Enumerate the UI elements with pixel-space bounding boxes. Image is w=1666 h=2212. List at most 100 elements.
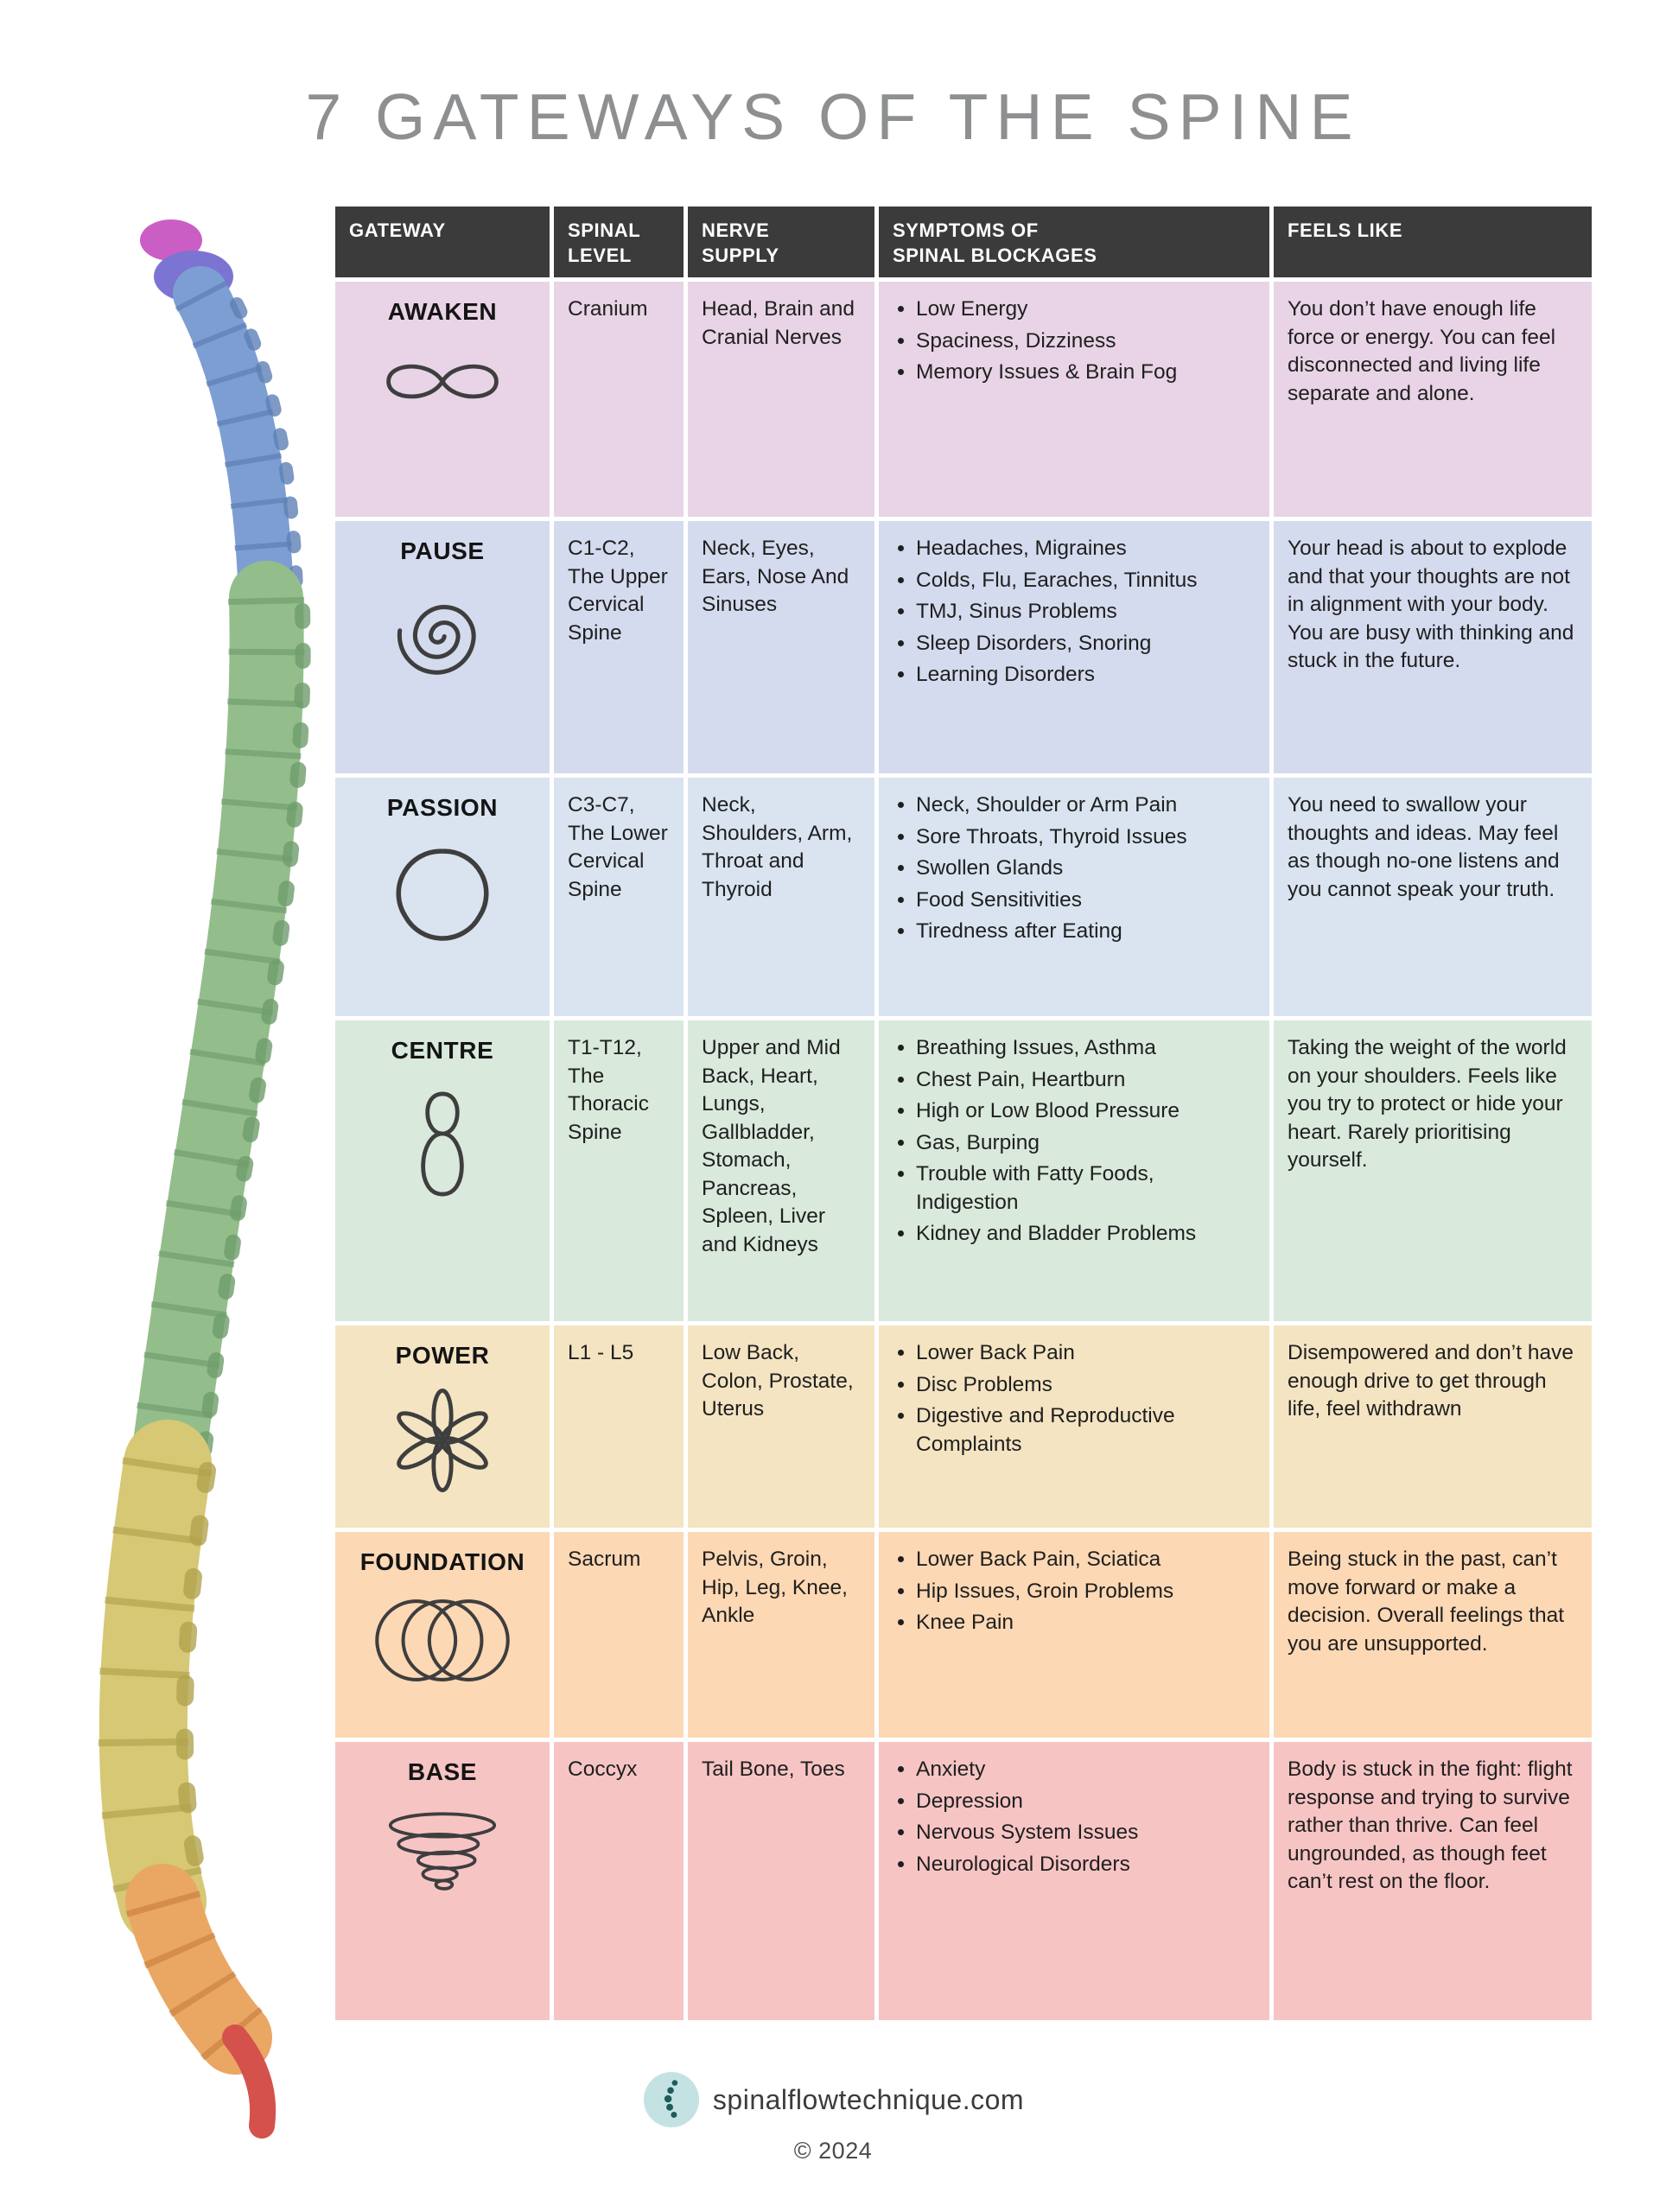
spiral-icon: [349, 584, 536, 681]
symptom-item: Memory Issues & Brain Fog: [916, 359, 1256, 387]
gateway-name: BASE: [407, 1758, 478, 1785]
table-row-passion: PASSION C3-C7, The Lower Cervical Spine …: [335, 778, 1592, 1016]
gateway-name: PAUSE: [400, 537, 485, 564]
spinal-level-cell: Coccyx: [554, 1742, 684, 2020]
symptoms-cell: Lower Back Pain, SciaticaHip Issues, Gro…: [879, 1532, 1269, 1738]
symptom-item: Trouble with Fatty Foods, Indigestion: [916, 1160, 1256, 1217]
website-url: spinalflowtechnique.com: [712, 2083, 1025, 2115]
column-header-spinal-level: SPINAL LEVEL: [554, 207, 684, 277]
symptoms-cell: AnxietyDepressionNervous System IssuesNe…: [879, 1742, 1269, 2020]
copyright: © 2024: [793, 2138, 873, 2164]
table-row-power: POWER: [335, 1325, 1592, 1528]
column-header-feels-like: FEELS LIKE: [1274, 207, 1592, 277]
symptom-item: Hip Issues, Groin Problems: [916, 1578, 1256, 1606]
symptom-item: Lower Back Pain, Sciatica: [916, 1546, 1256, 1574]
symptom-item: Digestive and Reproductive Complaints: [916, 1402, 1256, 1459]
overlapping-circles-icon: [349, 1595, 536, 1687]
symptoms-cell: Headaches, MigrainesColds, Flu, Earaches…: [879, 521, 1269, 773]
symptom-item: Breathing Issues, Asthma: [916, 1034, 1256, 1063]
footer: spinalflowtechnique.com © 2024: [0, 2070, 1666, 2164]
symptom-item: Nervous System Issues: [916, 1819, 1256, 1847]
gateway-cell: AWAKEN: [335, 282, 550, 517]
feels-like-cell: You don’t have enough life force or ener…: [1274, 282, 1592, 517]
vortex-icon: [349, 1805, 536, 1900]
spinal-level-cell: C1-C2, The Upper Cervical Spine: [554, 521, 684, 773]
symptom-item: Lower Back Pain: [916, 1339, 1256, 1368]
symptom-item: Colds, Flu, Earaches, Tinnitus: [916, 567, 1256, 595]
nerve-supply-cell: Low Back, Colon, Prostate, Uterus: [688, 1325, 874, 1528]
gateway-cell: CENTRE: [335, 1020, 550, 1321]
symptom-item: TMJ, Sinus Problems: [916, 598, 1256, 626]
feels-like-cell: Disempowered and don’t have enough drive…: [1274, 1325, 1592, 1528]
symptoms-cell: Breathing Issues, AsthmaChest Pain, Hear…: [879, 1020, 1269, 1321]
table-row-pause: PAUSE C1-C2, The Upper Cervical Spine Ne…: [335, 521, 1592, 773]
symptom-item: Swollen Glands: [916, 855, 1256, 883]
atlas-bone: [140, 219, 202, 261]
gateway-cell: PASSION: [335, 778, 550, 1016]
symptom-item: High or Low Blood Pressure: [916, 1097, 1256, 1126]
column-header-gateway: GATEWAY: [335, 207, 550, 277]
spinal-level-cell: C3-C7, The Lower Cervical Spine: [554, 778, 684, 1016]
gateway-cell: FOUNDATION: [335, 1532, 550, 1738]
gateway-name: AWAKEN: [387, 298, 498, 325]
spinal-level-cell: T1-T12, The Thoracic Spine: [554, 1020, 684, 1321]
symptom-item: Headaches, Migraines: [916, 535, 1256, 563]
table-row-awaken: AWAKEN Cranium Head, Brain and Cranial N…: [335, 282, 1592, 517]
spine-illustration: [98, 219, 311, 2139]
column-header-symptoms: SYMPTOMS OF SPINAL BLOCKAGES: [879, 207, 1269, 277]
nerve-supply-cell: Upper and Mid Back, Heart, Lungs, Gallbl…: [688, 1020, 874, 1321]
feels-like-cell: Your head is about to explode and that y…: [1274, 521, 1592, 773]
symptoms-cell: Neck, Shoulder or Arm PainSore Throats, …: [879, 778, 1269, 1016]
nerve-supply-cell: Neck, Shoulders, Arm, Throat and Thyroid: [688, 778, 874, 1016]
nerve-supply-cell: Tail Bone, Toes: [688, 1742, 874, 2020]
gateway-name: POWER: [395, 1342, 490, 1369]
infinity-icon: [349, 345, 536, 418]
symptom-item: Sleep Disorders, Snoring: [916, 630, 1256, 658]
gateway-name: FOUNDATION: [359, 1548, 525, 1575]
page-title: 7 GATEWAYS OF THE SPINE: [305, 80, 1361, 153]
gateway-name: PASSION: [386, 794, 499, 821]
symptoms-list: Lower Back PainDisc ProblemsDigestive an…: [893, 1339, 1256, 1459]
nerve-supply-cell: Head, Brain and Cranial Nerves: [688, 282, 874, 517]
gateway-cell: PAUSE: [335, 521, 550, 773]
nerve-supply-cell: Neck, Eyes, Ears, Nose And Sinuses: [688, 521, 874, 773]
spinal-level-cell: Cranium: [554, 282, 684, 517]
symptoms-list: Headaches, MigrainesColds, Flu, Earaches…: [893, 535, 1256, 690]
feels-like-cell: Body is stuck in the fight: flight respo…: [1274, 1742, 1592, 2020]
header-row: GATEWAY SPINAL LEVEL NERVE SUPPLY SYMPTO…: [335, 207, 1592, 277]
symptoms-list: Breathing Issues, AsthmaChest Pain, Hear…: [893, 1034, 1256, 1249]
nerve-supply-cell: Pelvis, Groin, Hip, Leg, Knee, Ankle: [688, 1532, 874, 1738]
feels-like-cell: Taking the weight of the world on your s…: [1274, 1020, 1592, 1321]
symptom-item: Knee Pain: [916, 1609, 1256, 1637]
symptom-item: Disc Problems: [916, 1371, 1256, 1400]
symptom-item: Tiredness after Eating: [916, 918, 1256, 946]
symptom-item: Learning Disorders: [916, 661, 1256, 690]
symptoms-list: Neck, Shoulder or Arm PainSore Throats, …: [893, 791, 1256, 946]
figure-eight-icon: [349, 1084, 536, 1205]
triquetra-icon: [349, 841, 536, 946]
spinal-level-cell: Sacrum: [554, 1532, 684, 1738]
symptom-item: Low Energy: [916, 296, 1256, 324]
symptom-item: Depression: [916, 1788, 1256, 1816]
gateways-table: GATEWAY SPINAL LEVEL NERVE SUPPLY SYMPTO…: [331, 202, 1596, 2024]
gateway-cell: POWER: [335, 1325, 550, 1528]
symptoms-list: Lower Back Pain, SciaticaHip Issues, Gro…: [893, 1546, 1256, 1637]
column-header-nerve-supply: NERVE SUPPLY: [688, 207, 874, 277]
symptoms-list: Low EnergySpaciness, DizzinessMemory Iss…: [893, 296, 1256, 387]
symptom-item: Spaciness, Dizziness: [916, 327, 1256, 356]
symptom-item: Kidney and Bladder Problems: [916, 1220, 1256, 1249]
table-row-base: BASE Coccyx: [335, 1742, 1592, 2020]
symptoms-cell: Lower Back PainDisc ProblemsDigestive an…: [879, 1325, 1269, 1528]
symptoms-list: AnxietyDepressionNervous System IssuesNe…: [893, 1756, 1256, 1878]
symptom-item: Food Sensitivities: [916, 887, 1256, 915]
feels-like-cell: Being stuck in the past, can’t move forw…: [1274, 1532, 1592, 1738]
feels-like-cell: You need to swallow your thoughts and id…: [1274, 778, 1592, 1016]
symptoms-cell: Low EnergySpaciness, DizzinessMemory Iss…: [879, 282, 1269, 517]
gateway-cell: BASE: [335, 1742, 550, 2020]
symptom-item: Anxiety: [916, 1756, 1256, 1784]
flower-icon: [349, 1389, 536, 1493]
symptom-item: Gas, Burping: [916, 1129, 1256, 1158]
symptom-item: Sore Throats, Thyroid Issues: [916, 823, 1256, 852]
spinal-flow-logo-icon: [643, 2071, 699, 2128]
